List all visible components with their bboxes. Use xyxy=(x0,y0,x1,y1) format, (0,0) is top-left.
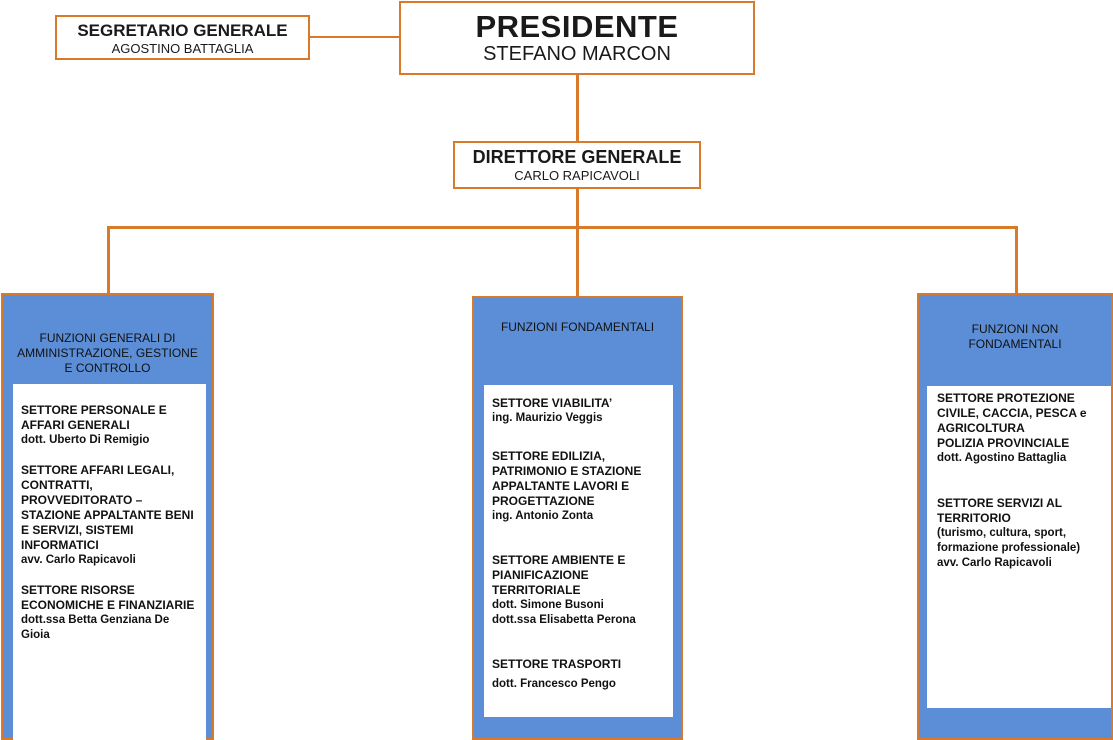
sector-name: SETTORE VIABILITA’ xyxy=(492,396,613,410)
segretario-role: SEGRETARIO GENERALE xyxy=(77,21,288,40)
column-funzioni-generali: FUNZIONI GENERALI DI AMMINISTRAZIONE, GE… xyxy=(1,293,214,740)
column-title: FUNZIONI FONDAMENTALI xyxy=(500,320,655,334)
sector-list: SETTORE PROTEZIONE CIVILE, CACCIA, PESCA… xyxy=(927,386,1111,708)
sector-name: SETTORE RISORSE ECONOMICHE E FINANZIARIE xyxy=(21,583,195,612)
sector-people: (turismo, cultura, sport, formazione pro… xyxy=(937,527,1081,569)
sector-item: SETTORE SERVIZI AL TERRITORIO (turismo, … xyxy=(937,496,1106,571)
sector-item: SETTORE PROTEZIONE CIVILE, CACCIA, PESCA… xyxy=(937,391,1106,466)
presidente-name: STEFANO MARCON xyxy=(483,43,671,65)
sector-item: SETTORE RISORSE ECONOMICHE E FINANZIARIE… xyxy=(21,583,198,643)
sector-name: SETTORE TRASPORTI xyxy=(492,657,622,671)
sector-people: ing. Maurizio Veggis xyxy=(492,412,603,424)
sector-name: SETTORE AFFARI LEGALI, CONTRATTI, PROVVE… xyxy=(21,463,194,552)
sector-item: SETTORE PERSONALE E AFFARI GENERALI dott… xyxy=(21,403,198,448)
sector-name: SETTORE PERSONALE E AFFARI GENERALI xyxy=(21,403,167,432)
sector-item: SETTORE AFFARI LEGALI, CONTRATTI, PROVVE… xyxy=(21,463,198,568)
presidente-box: PRESIDENTE STEFANO MARCON xyxy=(399,1,755,75)
direttore-name: CARLO RAPICAVOLI xyxy=(514,168,640,183)
sector-people: avv. Carlo Rapicavoli xyxy=(21,554,136,566)
sector-people: dott.ssa Betta Genziana De Gioia xyxy=(21,614,170,641)
sector-name: SETTORE SERVIZI AL TERRITORIO xyxy=(937,496,1062,525)
sector-list: SETTORE PERSONALE E AFFARI GENERALI dott… xyxy=(13,384,206,740)
column-funzioni-fondamentali: FUNZIONI FONDAMENTALI SETTORE VIABILITA’… xyxy=(472,296,683,740)
sector-people: dott. Agostino Battaglia xyxy=(937,452,1067,464)
sector-name: SETTORE EDILIZIA, PATRIMONIO E STAZIONE … xyxy=(492,449,642,508)
connector-segretario-presidente xyxy=(310,36,400,38)
direttore-generale-box: DIRETTORE GENERALE CARLO RAPICAVOLI xyxy=(453,141,701,189)
segretario-name: AGOSTINO BATTAGLIA xyxy=(111,41,254,56)
segretario-generale-box: SEGRETARIO GENERALE AGOSTINO BATTAGLIA xyxy=(55,15,310,60)
sector-people: dott. Simone Busoni dott.ssa Elisabetta … xyxy=(492,599,636,626)
connector-right-drop xyxy=(1015,226,1018,293)
sector-people: dott. Uberto Di Remigio xyxy=(21,434,150,446)
presidente-role: PRESIDENTE xyxy=(475,9,679,44)
direttore-role: DIRETTORE GENERALE xyxy=(472,147,682,167)
connector-direttore-down xyxy=(576,189,579,296)
sector-item: SETTORE TRASPORTI dott. Francesco Pengo xyxy=(492,657,665,692)
connector-horizontal-bar xyxy=(107,226,1018,229)
sector-people: dott. Francesco Pengo xyxy=(492,678,616,690)
sector-list: SETTORE VIABILITA’ ing. Maurizio Veggis … xyxy=(484,385,673,717)
sector-item: SETTORE EDILIZIA, PATRIMONIO E STAZIONE … xyxy=(492,449,665,524)
sector-name: SETTORE AMBIENTE E PIANIFICAZIONE TERRIT… xyxy=(492,553,626,597)
sector-item: SETTORE AMBIENTE E PIANIFICAZIONE TERRIT… xyxy=(492,553,665,628)
column-title: FUNZIONI NON FONDAMENTALI xyxy=(968,322,1062,351)
column-title: FUNZIONI GENERALI DI AMMINISTRAZIONE, GE… xyxy=(17,331,198,375)
sector-name: SETTORE PROTEZIONE CIVILE, CACCIA, PESCA… xyxy=(937,391,1087,450)
column-funzioni-non-fondamentali: FUNZIONI NON FONDAMENTALI SETTORE PROTEZ… xyxy=(917,293,1113,740)
connector-left-drop xyxy=(107,226,110,293)
sector-item: SETTORE VIABILITA’ ing. Maurizio Veggis xyxy=(492,396,665,426)
sector-people: ing. Antonio Zonta xyxy=(492,510,594,522)
connector-presidente-direttore xyxy=(576,75,579,141)
